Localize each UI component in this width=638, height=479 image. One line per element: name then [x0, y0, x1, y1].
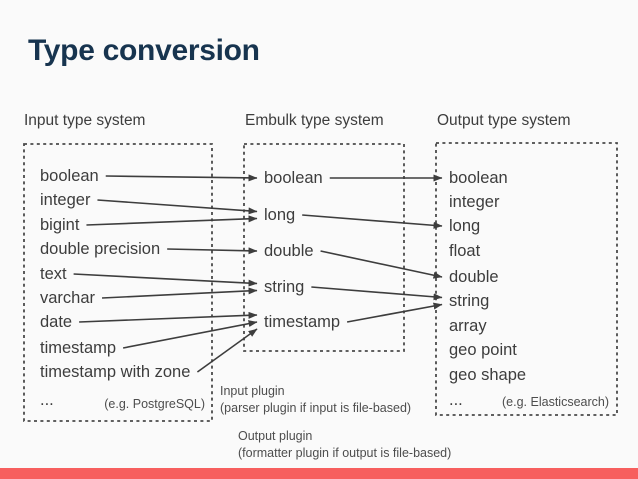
output-type-integer: integer	[449, 192, 500, 211]
input-type-text: text	[40, 264, 67, 283]
embulk-type-string: string	[264, 277, 305, 296]
input-type-system-header: Input type system	[24, 112, 146, 129]
page-title: Type conversion	[28, 34, 260, 67]
output-type-boolean: boolean	[449, 168, 508, 187]
output-footnote: (e.g. Elasticsearch)	[502, 395, 609, 409]
input-type-boolean: boolean	[40, 166, 99, 185]
output-plugin-annotation: Output plugin (formatter plugin if outpu…	[238, 428, 451, 462]
embulk-type-boolean: boolean	[264, 168, 323, 187]
arrow-input-timestamp-to-embulk-timestamp	[122, 320, 258, 349]
input-type-double-precision: double precision	[40, 239, 161, 258]
arrow-input-timestamp-with-zone-to-embulk-timestamp	[196, 328, 258, 373]
output-type-string: string	[449, 291, 490, 310]
input-type-timestamp: timestamp	[40, 338, 117, 357]
input-plugin-annotation: Input plugin (parser plugin if input is …	[220, 383, 411, 417]
output-type-system-header: Output type system	[437, 112, 571, 129]
output-type-geo-point: geo point	[449, 340, 517, 359]
input-plugin-line1: Input plugin	[220, 384, 285, 398]
output-type-long: long	[449, 216, 481, 235]
arrow-input-integer-to-embulk-long	[97, 199, 258, 215]
arrow-input-boolean-to-embulk-boolean	[105, 174, 258, 182]
arrow-input-date-to-embulk-timestamp	[79, 311, 258, 323]
accent-bar	[0, 468, 638, 479]
input-type-timestamp-with-zone: timestamp with zone	[40, 362, 191, 381]
arrow-embulk-timestamp-to-output-string	[346, 302, 443, 323]
arrow-embulk-long-to-output-long	[302, 214, 443, 229]
arrow-input-double-precision-to-embulk-double	[167, 247, 258, 255]
input-type-varchar: varchar	[40, 288, 96, 307]
arrow-embulk-string-to-output-string	[311, 286, 443, 301]
embulk-type-system-header: Embulk type system	[245, 112, 384, 129]
input-type-bigint: bigint	[40, 215, 80, 234]
input-type-date: date	[40, 312, 73, 331]
input-footnote: (e.g. PostgreSQL)	[104, 397, 205, 411]
output-type-float: float	[449, 241, 481, 260]
arrow-input-text-to-embulk-string	[73, 273, 258, 287]
output-plugin-line1: Output plugin	[238, 429, 313, 443]
input-type-: ...	[40, 390, 54, 409]
arrow-input-bigint-to-embulk-long	[86, 215, 258, 226]
conversion-arrows	[73, 174, 443, 373]
output-type-geo-shape: geo shape	[449, 365, 527, 384]
input-plugin-line2: (parser plugin if input is file-based)	[220, 401, 412, 415]
output-type-: ...	[449, 390, 463, 409]
output-type-array: array	[449, 316, 487, 335]
output-type-double: double	[449, 267, 499, 286]
embulk-type-timestamp: timestamp	[264, 312, 341, 331]
embulk-type-long: long	[264, 205, 296, 224]
arrow-input-varchar-to-embulk-string	[101, 287, 258, 299]
arrow-embulk-double-to-output-double	[320, 250, 443, 279]
input-type-integer: integer	[40, 190, 91, 209]
embulk-type-double: double	[264, 241, 314, 260]
output-plugin-line2: (formatter plugin if output is file-base…	[238, 446, 452, 460]
